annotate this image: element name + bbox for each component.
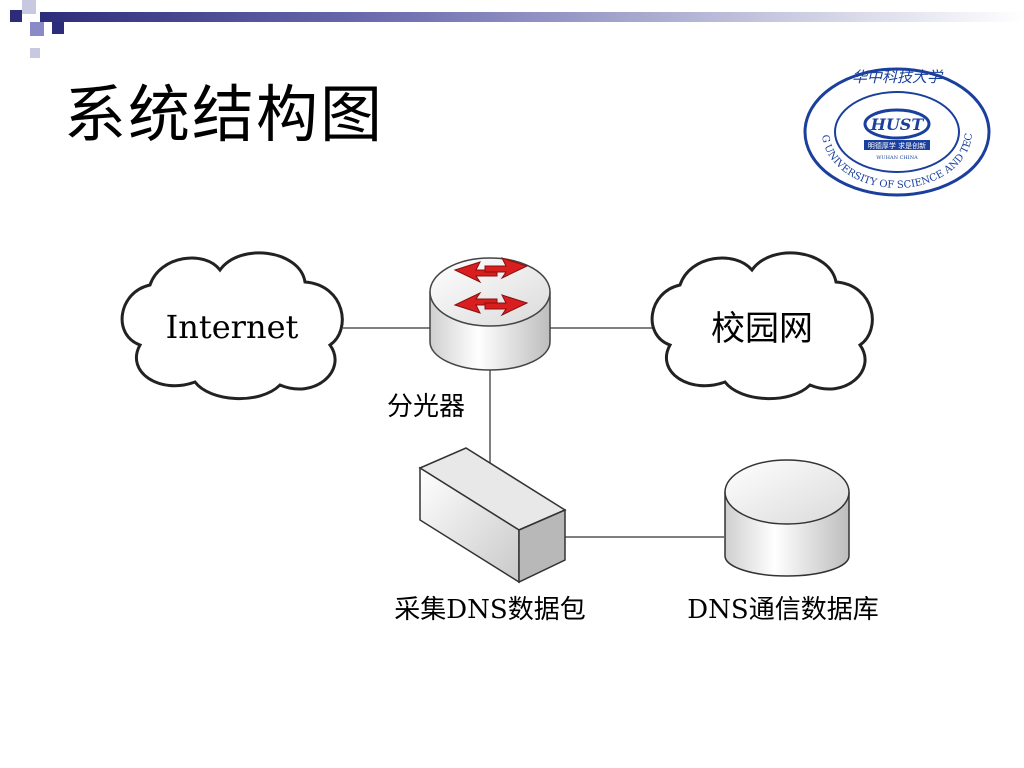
logo-upper-text: 华中科技大学 bbox=[852, 68, 944, 86]
internet-label: Internet bbox=[166, 308, 299, 346]
capture-server: 采集DNS数据包 bbox=[394, 447, 586, 625]
capture-label: 采集DNS数据包 bbox=[394, 595, 585, 625]
deco-square-bottom bbox=[30, 48, 40, 58]
campus-label: 校园网 bbox=[711, 309, 813, 349]
logo-city: WUHAN CHINA bbox=[876, 155, 918, 161]
deco-square-light bbox=[22, 0, 36, 14]
splitter-router: 分光器 bbox=[387, 257, 551, 422]
deco-square-small bbox=[52, 22, 64, 34]
splitter-label: 分光器 bbox=[387, 392, 465, 422]
logo-emblem-text: HUST bbox=[870, 115, 925, 134]
db-label: DNS通信数据库 bbox=[687, 595, 878, 625]
logo-motto: 明德厚学 求是创新 bbox=[868, 141, 926, 150]
router-arrows-icon bbox=[453, 257, 529, 317]
internet-cloud: Internet bbox=[120, 251, 344, 401]
deco-square-dark bbox=[10, 10, 22, 22]
campus-cloud: 校园网 bbox=[650, 251, 874, 401]
deco-square-mid bbox=[30, 22, 44, 36]
university-logo: 华中科技大学 HUAZHONG UNIVERSITY OF SCIENCE AN… bbox=[802, 66, 991, 197]
dns-database: DNS通信数据库 bbox=[687, 459, 879, 625]
header-bar bbox=[40, 12, 1024, 22]
slide-title: 系统结构图 bbox=[64, 78, 385, 151]
